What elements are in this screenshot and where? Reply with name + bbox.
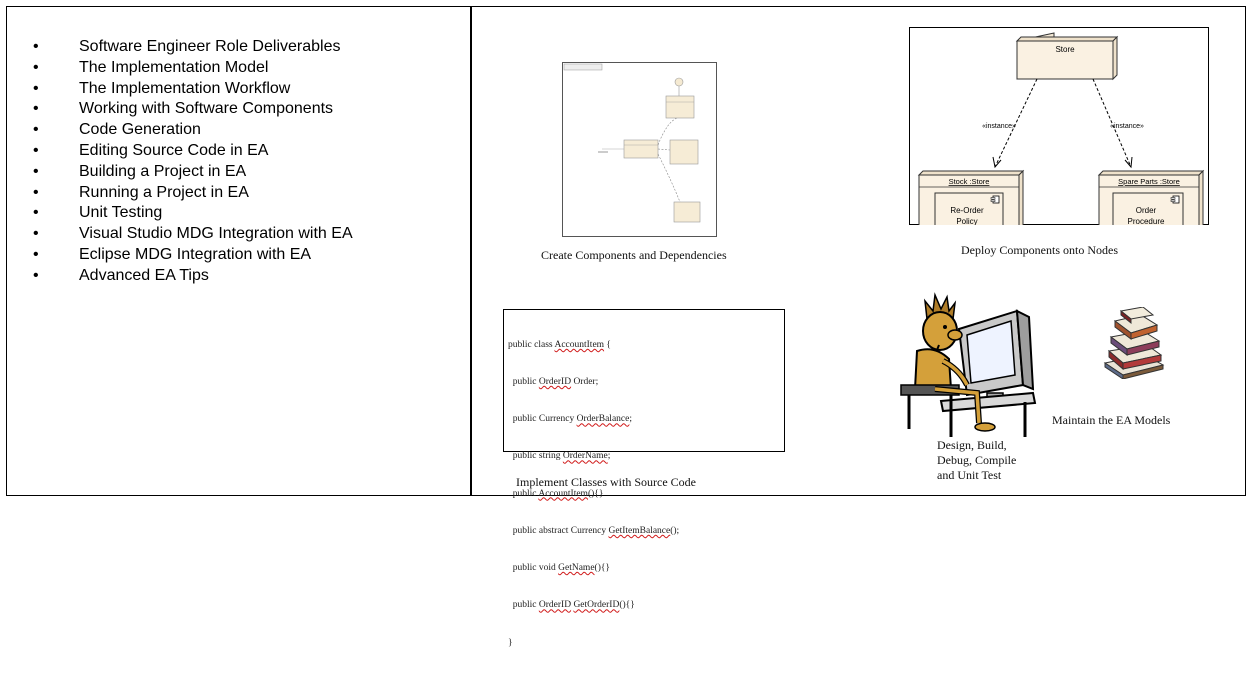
order-procedure-line2: Procedure xyxy=(1128,217,1165,225)
code-line: public OrderID GetOrderID(){} xyxy=(508,600,635,611)
code-line: public class AccountItem { xyxy=(508,339,611,350)
bullet-marker: • xyxy=(33,266,39,284)
code-identifier: GetOrderID xyxy=(573,600,620,611)
topic-list-item: • Visual Studio MDG Integration with EA xyxy=(29,224,459,245)
topic-text: Visual Studio MDG Integration with EA xyxy=(79,225,353,243)
code-line: public Currency OrderBalance; xyxy=(508,414,632,425)
source-code: public class AccountItem { public OrderI… xyxy=(504,310,784,678)
book-stack-illustration xyxy=(1103,307,1165,379)
bullet-marker: • xyxy=(33,121,39,139)
topic-text: Running a Project in EA xyxy=(79,183,249,201)
bullet-marker: • xyxy=(33,79,39,97)
bullet-marker: • xyxy=(33,183,39,201)
caption-design-line: and Unit Test xyxy=(937,468,1002,482)
topic-list-item: • The Implementation Model xyxy=(29,58,459,79)
caption-design-build: Design, Build, Debug, Compile and Unit T… xyxy=(937,438,1016,483)
bullet-marker: • xyxy=(33,225,39,243)
instance-label-left: «instance» xyxy=(982,123,1016,130)
bullet-marker: • xyxy=(33,162,39,180)
code-line: public void GetName(){} xyxy=(508,563,610,574)
topic-text: The Implementation Model xyxy=(79,58,269,76)
topic-list-item: • Code Generation xyxy=(29,120,459,141)
bullet-marker: • xyxy=(33,38,39,55)
topic-list-item: • Working with Software Components xyxy=(29,99,459,120)
caption-implement-classes: Implement Classes with Source Code xyxy=(516,475,696,489)
topic-list-item: • Advanced EA Tips xyxy=(29,266,459,287)
spare-node-title: Spare Parts :Store xyxy=(1118,177,1180,186)
topic-text: Advanced EA Tips xyxy=(79,266,209,284)
code-identifier: GetName xyxy=(558,563,595,574)
topic-list: • Software Engineer Role Deliverables • The… xyxy=(29,37,459,287)
spare-parts-node: Spare Parts :Store Order Procedure xyxy=(1097,169,1205,225)
caption-design-line: Debug, Compile xyxy=(937,453,1017,467)
topic-list-item: • Building a Project in EA xyxy=(29,162,459,183)
topic-text: Eclipse MDG Integration with EA xyxy=(79,245,312,263)
stock-node-title: Stock :Store xyxy=(949,177,990,186)
code-line: } xyxy=(508,637,513,648)
reorder-policy-line2: Policy xyxy=(956,217,977,225)
component-diagram-thumbnail xyxy=(562,62,717,237)
code-line: public abstract Currency GetItemBalance(… xyxy=(508,525,680,536)
topic-text: Editing Source Code in EA xyxy=(79,141,269,159)
topic-text: The Implementation Workflow xyxy=(79,79,291,97)
deployment-diagram: Store «instance» «instance» Stock :Store… xyxy=(909,27,1209,225)
reorder-policy-line1: Re-Order xyxy=(950,206,984,215)
topic-list-cell: • Software Engineer Role Deliverables • The… xyxy=(29,37,459,287)
caption-design-line: Design, Build, xyxy=(937,438,1007,452)
column-divider xyxy=(470,7,472,495)
code-identifier: AccountItem xyxy=(538,488,588,499)
code-identifier: OrderBalance xyxy=(576,414,630,425)
code-identifier: OrderID xyxy=(538,600,572,611)
store-label: Store xyxy=(1055,45,1075,54)
developer-at-computer-illustration xyxy=(900,292,1037,437)
topic-list-item: • Software Engineer Role Deliverables xyxy=(29,37,459,58)
caption-maintain-models: Maintain the EA Models xyxy=(1052,413,1171,427)
topic-text: Unit Testing xyxy=(79,204,163,222)
code-identifier: AccountItem xyxy=(554,339,605,350)
code-line: public string OrderName; xyxy=(508,451,611,462)
code-line: public OrderID Order; xyxy=(508,377,599,388)
topic-list-item: • Eclipse MDG Integration with EA xyxy=(29,245,459,266)
two-column-table: • Software Engineer Role Deliverables • The… xyxy=(6,6,1246,648)
bullet-marker: • xyxy=(33,204,39,222)
order-procedure-line1: Order xyxy=(1136,206,1157,215)
caption-deploy-components: Deploy Components onto Nodes xyxy=(961,243,1118,257)
store-node: Store xyxy=(1015,32,1119,81)
bullet-marker: • xyxy=(33,141,39,159)
code-identifier: OrderName xyxy=(562,451,608,462)
topic-text: Building a Project in EA xyxy=(79,162,247,180)
topic-list-item: • The Implementation Workflow xyxy=(29,79,459,100)
topic-text: Software Engineer Role Deliverables xyxy=(79,38,341,55)
topic-text: Code Generation xyxy=(79,121,201,139)
topic-text: Working with Software Components xyxy=(79,100,334,118)
code-identifier: GetItemBalance xyxy=(608,525,671,536)
code-identifier: OrderID xyxy=(538,377,572,388)
caption-create-components: Create Components and Dependencies xyxy=(541,248,727,262)
source-code-box: public class AccountItem { public OrderI… xyxy=(503,309,785,648)
instance-label-right: «instance» xyxy=(1110,123,1144,130)
bullet-marker: • xyxy=(33,100,39,118)
code-line: public AccountItem(){} xyxy=(508,488,604,499)
bullet-marker: • xyxy=(33,58,39,76)
topic-list-item: • Editing Source Code in EA xyxy=(29,141,459,162)
stock-node: Stock :Store Re-Order Policy xyxy=(917,169,1025,225)
topic-list-item: • Unit Testing xyxy=(29,203,459,224)
topic-list-item: • Running a Project in EA xyxy=(29,183,459,204)
bullet-marker: • xyxy=(33,245,39,263)
